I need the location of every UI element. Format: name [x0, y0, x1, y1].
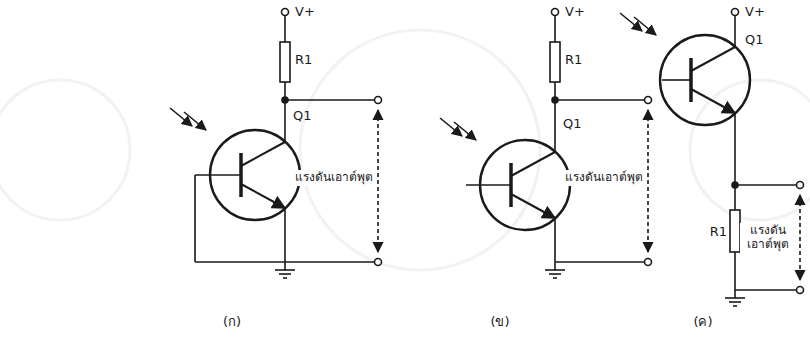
wire	[555, 261, 644, 263]
terminal	[645, 97, 652, 104]
transistor-emitter	[691, 89, 735, 113]
wire	[554, 16, 556, 42]
light-arrow	[170, 108, 192, 126]
ground-symbol	[553, 277, 557, 279]
ground-symbol	[554, 262, 556, 270]
output-voltage-label: แรงดันเอาต์พุต	[740, 223, 796, 253]
output-voltage-label: แรงดันเอาต์พุต	[292, 170, 376, 186]
terminal	[645, 259, 652, 266]
ground-symbol	[284, 262, 286, 270]
resistor-symbol	[730, 210, 740, 252]
component-label: V+	[745, 5, 765, 20]
ground-symbol	[725, 297, 745, 299]
schematic	[170, 9, 804, 307]
transistor-collector	[241, 142, 285, 166]
light-arrow	[440, 118, 462, 136]
wire	[734, 113, 736, 210]
ground-symbol	[545, 269, 565, 271]
wire	[284, 82, 286, 142]
component-label: V+	[565, 5, 585, 20]
output-arrow	[377, 110, 379, 252]
component-label: R1	[710, 225, 727, 240]
component-label: Q1	[745, 33, 764, 48]
transistor-emitter	[241, 184, 285, 208]
ground-symbol	[549, 273, 561, 275]
wire	[284, 16, 286, 42]
wire	[662, 79, 691, 81]
wire	[466, 184, 511, 186]
wire	[554, 218, 556, 262]
wire	[555, 99, 644, 101]
terminal	[552, 9, 559, 16]
resistor-symbol	[280, 42, 290, 82]
terminal	[375, 97, 382, 104]
figure-label: (ก)	[223, 315, 241, 330]
ground-symbol	[733, 305, 737, 307]
output-arrow	[799, 195, 801, 280]
watermark-ornament	[0, 30, 810, 270]
light-arrow	[184, 112, 206, 130]
transistor-symbol	[660, 35, 750, 125]
component-label: R1	[565, 53, 582, 68]
terminal	[375, 259, 382, 266]
ground-symbol	[729, 301, 741, 303]
transistor-emitter	[511, 194, 555, 218]
wire	[284, 208, 286, 262]
component-label: R1	[295, 53, 312, 68]
component-label: Q1	[563, 117, 582, 132]
wire	[735, 289, 796, 291]
wire	[285, 99, 374, 101]
ground-symbol	[734, 290, 736, 298]
ground-symbol	[275, 269, 295, 271]
resistor-symbol	[550, 42, 560, 82]
light-arrow	[634, 17, 656, 35]
transistor-collector	[511, 152, 555, 176]
wire	[554, 82, 556, 152]
output-voltage-label: แรงดันเอาต์พุต	[562, 170, 646, 186]
wire	[194, 175, 196, 262]
terminal	[282, 9, 289, 16]
wire	[734, 16, 736, 47]
component-label: V+	[295, 5, 315, 20]
terminal	[797, 182, 804, 189]
light-arrow	[454, 122, 476, 140]
wire	[735, 184, 796, 186]
transistor-collector	[691, 47, 735, 71]
wire	[195, 174, 241, 176]
ground-symbol	[279, 273, 291, 275]
light-arrow	[620, 13, 642, 31]
figure-label: (ข)	[490, 315, 509, 330]
figure-label: (ค)	[693, 315, 712, 330]
wire	[734, 252, 736, 290]
output-arrow	[647, 110, 649, 252]
terminal	[797, 287, 804, 294]
ground-symbol	[283, 277, 287, 279]
terminal	[732, 9, 739, 16]
component-label: Q1	[293, 109, 312, 124]
